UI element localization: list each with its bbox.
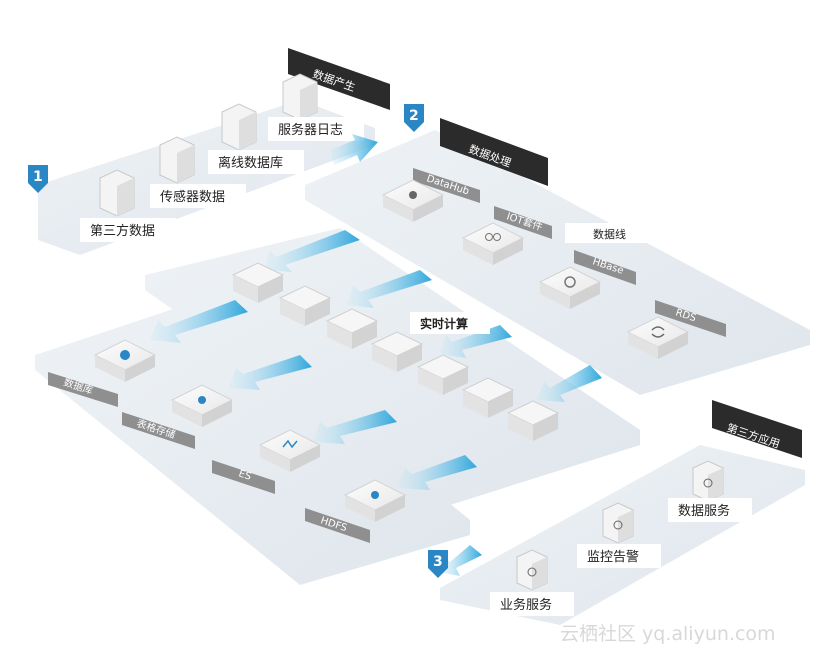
table-store-icon: [170, 384, 234, 427]
application-title-tag: 第三方应用: [712, 400, 802, 458]
storage-tag: ES: [212, 460, 275, 494]
source-label: 服务器日志: [268, 117, 364, 141]
source-label: 第三方数据: [80, 218, 176, 242]
source-label: 传感器数据: [150, 184, 246, 208]
flow-arrow: [229, 355, 312, 390]
flow-arrow: [330, 134, 378, 165]
iot-icon: [461, 222, 525, 265]
compute-node: [370, 331, 424, 372]
realtime-label: 实时计算: [410, 312, 490, 334]
svg-text:2: 2: [409, 108, 419, 124]
app-label: 业务服务: [490, 592, 574, 616]
svg-text:离线数据库: 离线数据库: [218, 155, 283, 171]
flow-arrow: [440, 325, 512, 358]
svg-text:传感器数据: 传感器数据: [160, 189, 225, 205]
hdfs-icon: [343, 479, 407, 522]
svg-text:ES: ES: [237, 468, 252, 482]
flow-arrow: [398, 455, 477, 490]
stage-1-marker: 1: [28, 165, 48, 193]
svg-text:监控告警: 监控告警: [587, 549, 639, 565]
compute-node: [461, 377, 515, 418]
watermark: 云栖社区 yq.aliyun.com: [560, 623, 776, 645]
app-server-icon: [516, 549, 548, 591]
compute-node: [231, 262, 285, 303]
svg-text:第三方数据: 第三方数据: [90, 223, 155, 239]
server-icon: [282, 73, 318, 121]
flow-arrow: [150, 300, 248, 343]
flow-arrow: [264, 230, 360, 272]
app-server-icon: [602, 502, 634, 544]
stage-2-marker: 2: [404, 104, 424, 132]
flow-arrow: [347, 270, 432, 308]
server-icon: [159, 136, 195, 184]
flow-arrow: [313, 410, 397, 444]
svg-text:1: 1: [33, 169, 43, 185]
compute-node: [416, 354, 470, 395]
app-label: 数据服务: [668, 498, 752, 522]
datahub-icon: [381, 179, 445, 222]
app-label: 监控告警: [577, 544, 661, 568]
service-tag: RDS: [655, 300, 726, 337]
svg-text:数据线: 数据线: [593, 227, 626, 241]
es-icon: [258, 429, 322, 472]
pipeline-label: 数据线: [565, 223, 657, 243]
database-icon: [93, 339, 157, 382]
flow-arrow: [537, 365, 602, 402]
server-icon: [221, 103, 257, 151]
compute-node: [506, 400, 560, 441]
svg-text:数据服务: 数据服务: [678, 503, 730, 519]
hbase-icon: [538, 266, 602, 309]
compute-node: [278, 285, 332, 326]
svg-text:业务服务: 业务服务: [500, 597, 552, 613]
stage-3-marker: 3: [428, 550, 448, 578]
source-label: 离线数据库: [208, 150, 304, 174]
app-server-icon: [692, 460, 724, 502]
rds-icon: [626, 316, 690, 359]
flow-arrow: [438, 545, 482, 576]
svg-text:3: 3: [433, 554, 443, 570]
svg-text:服务器日志: 服务器日志: [278, 122, 343, 138]
server-icon: [99, 169, 135, 217]
svg-text:实时计算: 实时计算: [420, 316, 468, 331]
compute-node: [325, 308, 379, 349]
